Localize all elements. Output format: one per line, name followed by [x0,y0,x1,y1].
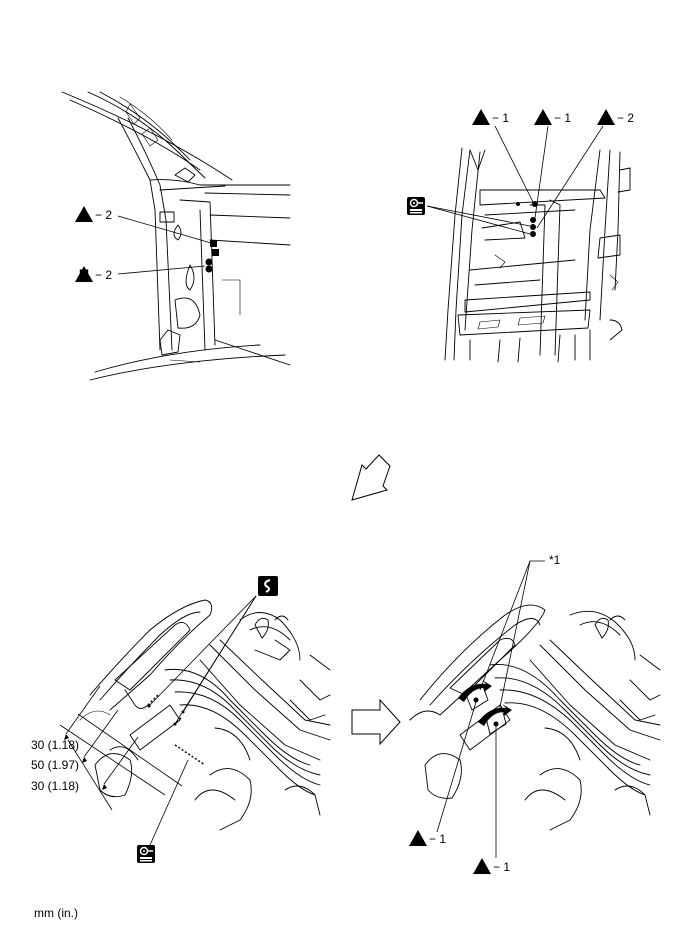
callout-symbol: I [480,859,483,873]
callout-symbol: I [541,110,544,124]
panel-result-detail: *1 I − 1 I − 1 [409,553,661,874]
cut-detail-drawing [59,599,331,831]
callout-label: − 1 [429,832,446,846]
callout-symbol: I [416,831,419,845]
step-arrow-down-left-icon [351,454,391,501]
callout-bottom: M − 2 [75,265,206,282]
callout-label: − 1 [493,860,510,874]
note-callout: *1 [479,553,561,713]
callout-top: I − 2 [75,206,212,244]
step-arrow-right-icon [351,698,401,746]
dimension-label-2: 50 (1.97) [31,758,79,772]
br-callout-1a: I − 1 [409,701,477,846]
bl-cutter-callout [136,759,189,864]
callout-label: − 1 [492,111,509,125]
callout-symbol: I [604,110,607,124]
spot-weld-cutter-icon [136,844,156,864]
callout-1b: I − 1 [534,109,571,219]
panel-pillar-view: I − 2 M − 2 [61,91,291,381]
panel-floor-view: I − 1 I − 1 I − 2 [406,109,634,363]
saw-callout [147,576,278,726]
cut-saw-icon [258,576,278,596]
dimension-label-3: 30 (1.18) [31,779,79,793]
callout-symbol: I [82,207,85,221]
callout-symbol: I [479,110,482,124]
note-label: *1 [549,553,561,567]
callout-symbol: M [79,267,89,281]
dimension-label-1: 30 (1.18) [31,738,79,752]
pillar-outline-drawing [61,91,291,381]
callout-1a: I − 1 [472,109,534,203]
units-note: mm (in.) [34,906,78,920]
callout-label: − 2 [95,268,112,282]
floor-outline-drawing [444,147,631,363]
callout-2: I − 2 [536,109,634,229]
callout-label: − 2 [617,111,634,125]
cutter-callout [406,196,531,235]
callout-label: − 1 [554,111,571,125]
br-callout-1b: I − 1 [473,726,510,874]
dimension-labels: 30 (1.18) 50 (1.97) 30 (1.18) [31,738,79,793]
result-detail-drawing [409,604,661,831]
callout-label: − 2 [95,208,112,222]
spot-weld-cutter-icon [406,196,426,216]
panel-cut-detail: 30 (1.18) 50 (1.97) 30 (1.18) [31,576,331,864]
